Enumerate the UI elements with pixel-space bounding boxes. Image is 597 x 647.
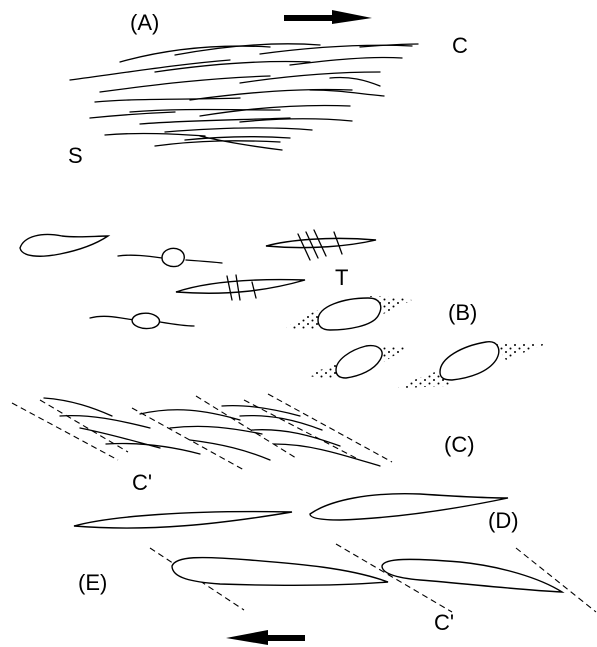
mica-fish-lens-left: [74, 512, 292, 528]
t-marker-label: T: [335, 265, 348, 290]
shear-arrow-bottom: [226, 630, 305, 645]
fractured-clast-upper: [266, 230, 376, 260]
c-prime-dashed-bands-upper: [12, 394, 392, 470]
panel-d-label: (D): [488, 508, 519, 533]
c-plane-label: C: [452, 33, 468, 58]
sigma-clast-b: [308, 346, 412, 378]
panel-b-label: (B): [448, 300, 477, 325]
sc-fabric-lines: [70, 44, 418, 150]
sigma-clast-a: [286, 296, 412, 330]
c-prime-label-lower: C': [434, 610, 454, 635]
clast-elongate-left: [20, 235, 108, 257]
fractured-clast-lower: [176, 275, 305, 300]
delta-clast-lower: [90, 313, 194, 328]
sigma-clast-c: [398, 342, 546, 388]
delta-clast-upper: [118, 248, 222, 266]
panel-c-label: (C): [444, 432, 475, 457]
stippled-lens-lower-left: [172, 558, 388, 586]
c-prime-label-upper: C': [132, 470, 152, 495]
mica-fish-lens-right: [310, 494, 508, 520]
panel-e-label: (E): [78, 570, 107, 595]
s-plane-label: S: [68, 143, 83, 168]
shear-arrow-top: [284, 10, 372, 24]
panel-a-label: (A): [130, 10, 159, 35]
